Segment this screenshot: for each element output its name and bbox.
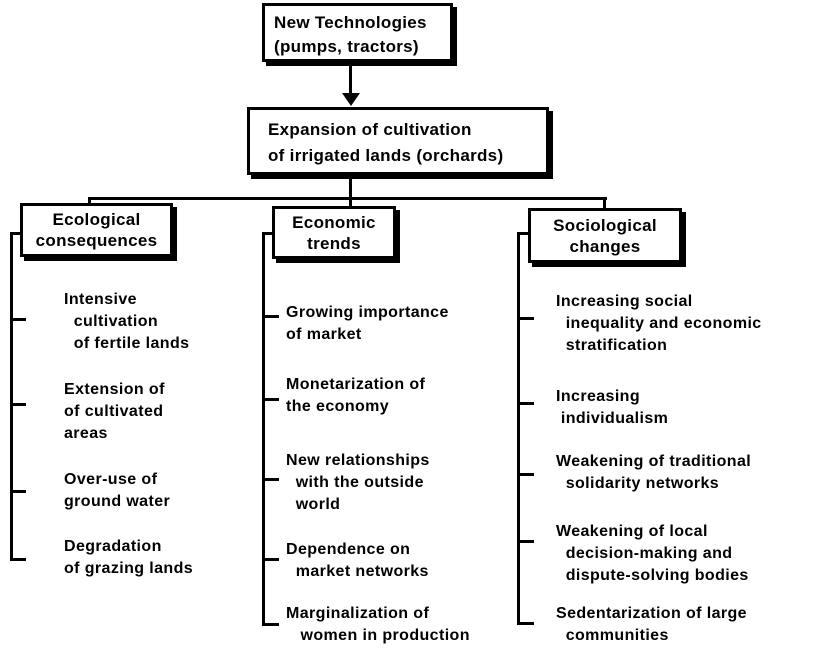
list-item: Degradation of grazing lands bbox=[64, 538, 194, 577]
list-item: Intensive cultivation of fertile lands bbox=[64, 291, 190, 352]
list-item: Increasing social inequality and economi… bbox=[556, 293, 762, 354]
list-item: Sedentarization of large communities bbox=[556, 605, 747, 644]
item-tick bbox=[517, 402, 534, 405]
bracket-spine-economic bbox=[262, 232, 265, 626]
list-item: New relationships with the outside world bbox=[286, 452, 430, 513]
bracket-attach-economic bbox=[262, 232, 274, 235]
node-ecological-consequences: Ecological consequences bbox=[20, 203, 173, 257]
item-tick bbox=[262, 315, 279, 318]
item-tick bbox=[262, 623, 279, 626]
connector-stub-ecological bbox=[88, 197, 91, 205]
item-tick bbox=[10, 403, 26, 406]
item-tick bbox=[10, 490, 26, 493]
list-item: Marginalization of women in production bbox=[286, 605, 470, 644]
arrow-shaft bbox=[349, 62, 352, 95]
item-tick bbox=[517, 317, 534, 320]
list-item: Monetarization of the economy bbox=[286, 376, 426, 415]
connector-stub-sociological bbox=[603, 197, 606, 209]
item-tick bbox=[10, 558, 26, 561]
item-tick bbox=[517, 473, 534, 476]
item-tick bbox=[262, 478, 279, 481]
list-item: Growing importance of market bbox=[286, 304, 449, 343]
node-sociological-changes: Sociological changes bbox=[528, 208, 682, 263]
list-item: Weakening of local decision-making and d… bbox=[556, 523, 749, 584]
list-item: Weakening of traditional solidarity netw… bbox=[556, 453, 752, 492]
node-economic-trends: Economic trends bbox=[272, 206, 396, 259]
list-item: Extension of of cultivated areas bbox=[64, 381, 165, 442]
item-tick bbox=[262, 398, 279, 401]
item-tick bbox=[517, 622, 534, 625]
arrow-down-icon bbox=[342, 93, 360, 106]
list-item: Increasing individualism bbox=[556, 388, 669, 427]
bracket-attach-sociological bbox=[517, 232, 530, 235]
item-tick bbox=[517, 540, 534, 543]
connector-branch-horizontal bbox=[88, 197, 607, 200]
bracket-spine-ecological bbox=[10, 232, 13, 561]
bracket-spine-sociological bbox=[517, 232, 520, 625]
node-new-technologies: New Technologies (pumps, tractors) bbox=[262, 3, 453, 62]
list-item: Over-use of ground water bbox=[64, 471, 171, 510]
bracket-attach-ecological bbox=[10, 232, 22, 235]
item-tick bbox=[262, 558, 279, 561]
list-item: Dependence on market networks bbox=[286, 541, 429, 580]
connector-expansion-stub bbox=[349, 175, 352, 206]
node-expansion-of-cultivation: Expansion of cultivation of irrigated la… bbox=[247, 107, 549, 175]
item-tick bbox=[10, 318, 26, 321]
